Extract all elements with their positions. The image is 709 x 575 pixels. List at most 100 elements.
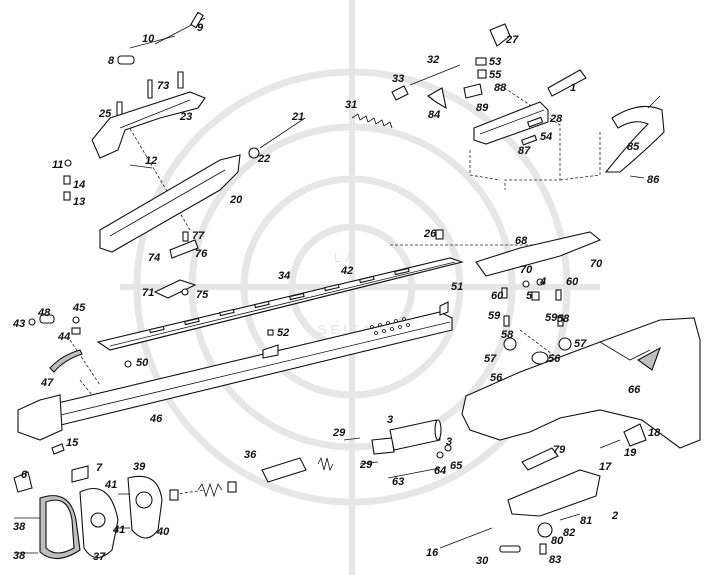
callout-19: 19 (624, 447, 637, 459)
callout-33: 33 (392, 73, 404, 85)
callout-82: 82 (563, 527, 575, 539)
callout-52: 52 (277, 327, 289, 339)
callout-84: 84 (428, 109, 440, 121)
callout-34: 34 (278, 270, 290, 282)
callout-88: 88 (494, 82, 507, 94)
callout-60b: 60 (566, 276, 579, 288)
callout-77: 77 (192, 230, 205, 242)
callout-76: 76 (195, 248, 208, 260)
callout-25: 25 (98, 108, 112, 120)
callout-51: 51 (451, 281, 463, 293)
callout-29b: 29 (359, 459, 373, 471)
rib-slots (149, 267, 410, 334)
callout-16: 16 (426, 547, 439, 559)
callout-21: 21 (291, 111, 304, 123)
callout-44: 44 (57, 331, 70, 343)
callout-46: 46 (149, 413, 163, 425)
callout-36: 36 (244, 449, 257, 461)
callout-20: 20 (229, 194, 243, 206)
action-parts (351, 23, 665, 179)
callout-42: 42 (340, 265, 353, 277)
stock-parts (435, 229, 701, 555)
callout-29a: 29 (332, 427, 346, 439)
callout-66: 66 (628, 384, 641, 396)
callout-labels: 1 2 3 3 4 5 6 7 8 9 10 11 12 13 14 15 16… (12, 22, 661, 567)
callout-39: 39 (133, 461, 146, 473)
callout-8: 8 (108, 55, 115, 67)
callout-80: 80 (551, 535, 564, 547)
callout-70a: 70 (520, 264, 533, 276)
callout-59b: 59 (545, 312, 558, 324)
upper-assembly (63, 11, 306, 299)
callout-5: 5 (526, 290, 533, 302)
callout-79: 79 (553, 444, 566, 456)
callout-14: 14 (73, 179, 85, 191)
callout-17: 17 (599, 461, 612, 473)
callout-53: 53 (489, 56, 501, 68)
callout-38a: 38 (13, 521, 26, 533)
callout-83: 83 (549, 554, 561, 566)
callout-43: 43 (12, 318, 25, 330)
watermark-top-text: LA (334, 250, 358, 265)
vent-holes (370, 317, 410, 335)
callout-47: 47 (40, 377, 54, 389)
watermark-crosshair: LA SEITA (120, 0, 600, 575)
callout-30: 30 (476, 555, 489, 567)
callout-12: 12 (145, 155, 157, 167)
callout-6: 6 (21, 469, 28, 481)
callout-38b: 38 (13, 550, 26, 562)
magazine-parts (169, 419, 452, 501)
callout-40: 40 (156, 526, 170, 538)
callout-58b: 58 (557, 313, 570, 325)
callout-15: 15 (66, 437, 79, 449)
callout-54: 54 (540, 131, 552, 143)
callout-68: 68 (515, 235, 528, 247)
callout-74: 74 (148, 252, 160, 264)
callout-57b: 57 (574, 338, 587, 350)
callout-60a: 60 (491, 290, 504, 302)
callout-31: 31 (345, 99, 357, 111)
callout-70b: 70 (590, 258, 603, 270)
callout-56a: 56 (490, 372, 503, 384)
callout-26: 26 (423, 228, 437, 240)
callout-28: 28 (549, 113, 563, 125)
callout-27: 27 (505, 34, 519, 46)
callout-81: 81 (580, 515, 592, 527)
callout-89: 89 (476, 102, 489, 114)
callout-37: 37 (93, 551, 106, 563)
callout-10: 10 (142, 33, 155, 45)
callout-1: 1 (570, 82, 576, 94)
callout-18: 18 (648, 427, 661, 439)
callout-4: 4 (539, 276, 546, 288)
callout-41b: 41 (112, 524, 125, 536)
callout-65: 65 (450, 460, 463, 472)
buttstock-parts (13, 465, 163, 560)
callout-13: 13 (73, 196, 85, 208)
callout-9: 9 (197, 22, 204, 34)
callout-22: 22 (257, 153, 270, 165)
callout-50: 50 (136, 357, 149, 369)
callout-59a: 59 (488, 310, 501, 322)
callout-3b: 3 (446, 436, 452, 448)
callout-64: 64 (434, 465, 446, 477)
callout-63: 63 (392, 476, 404, 488)
callout-32: 32 (427, 54, 439, 66)
callout-57a: 57 (484, 353, 497, 365)
callout-11: 11 (52, 159, 63, 171)
callout-73: 73 (157, 80, 169, 92)
callout-71: 71 (142, 287, 154, 299)
callout-45: 45 (72, 302, 86, 314)
callout-41a: 41 (104, 479, 117, 491)
callout-75: 75 (196, 289, 209, 301)
callout-2: 2 (611, 510, 618, 522)
callout-56b: 56 (548, 353, 561, 365)
callout-58a: 58 (501, 329, 514, 341)
callout-85: 85 (627, 141, 640, 153)
callout-7: 7 (96, 462, 103, 474)
callout-23: 23 (179, 111, 192, 123)
callout-55: 55 (489, 69, 502, 81)
callout-87: 87 (518, 145, 531, 157)
callout-3a: 3 (387, 414, 393, 426)
barrel-assembly (17, 257, 464, 455)
